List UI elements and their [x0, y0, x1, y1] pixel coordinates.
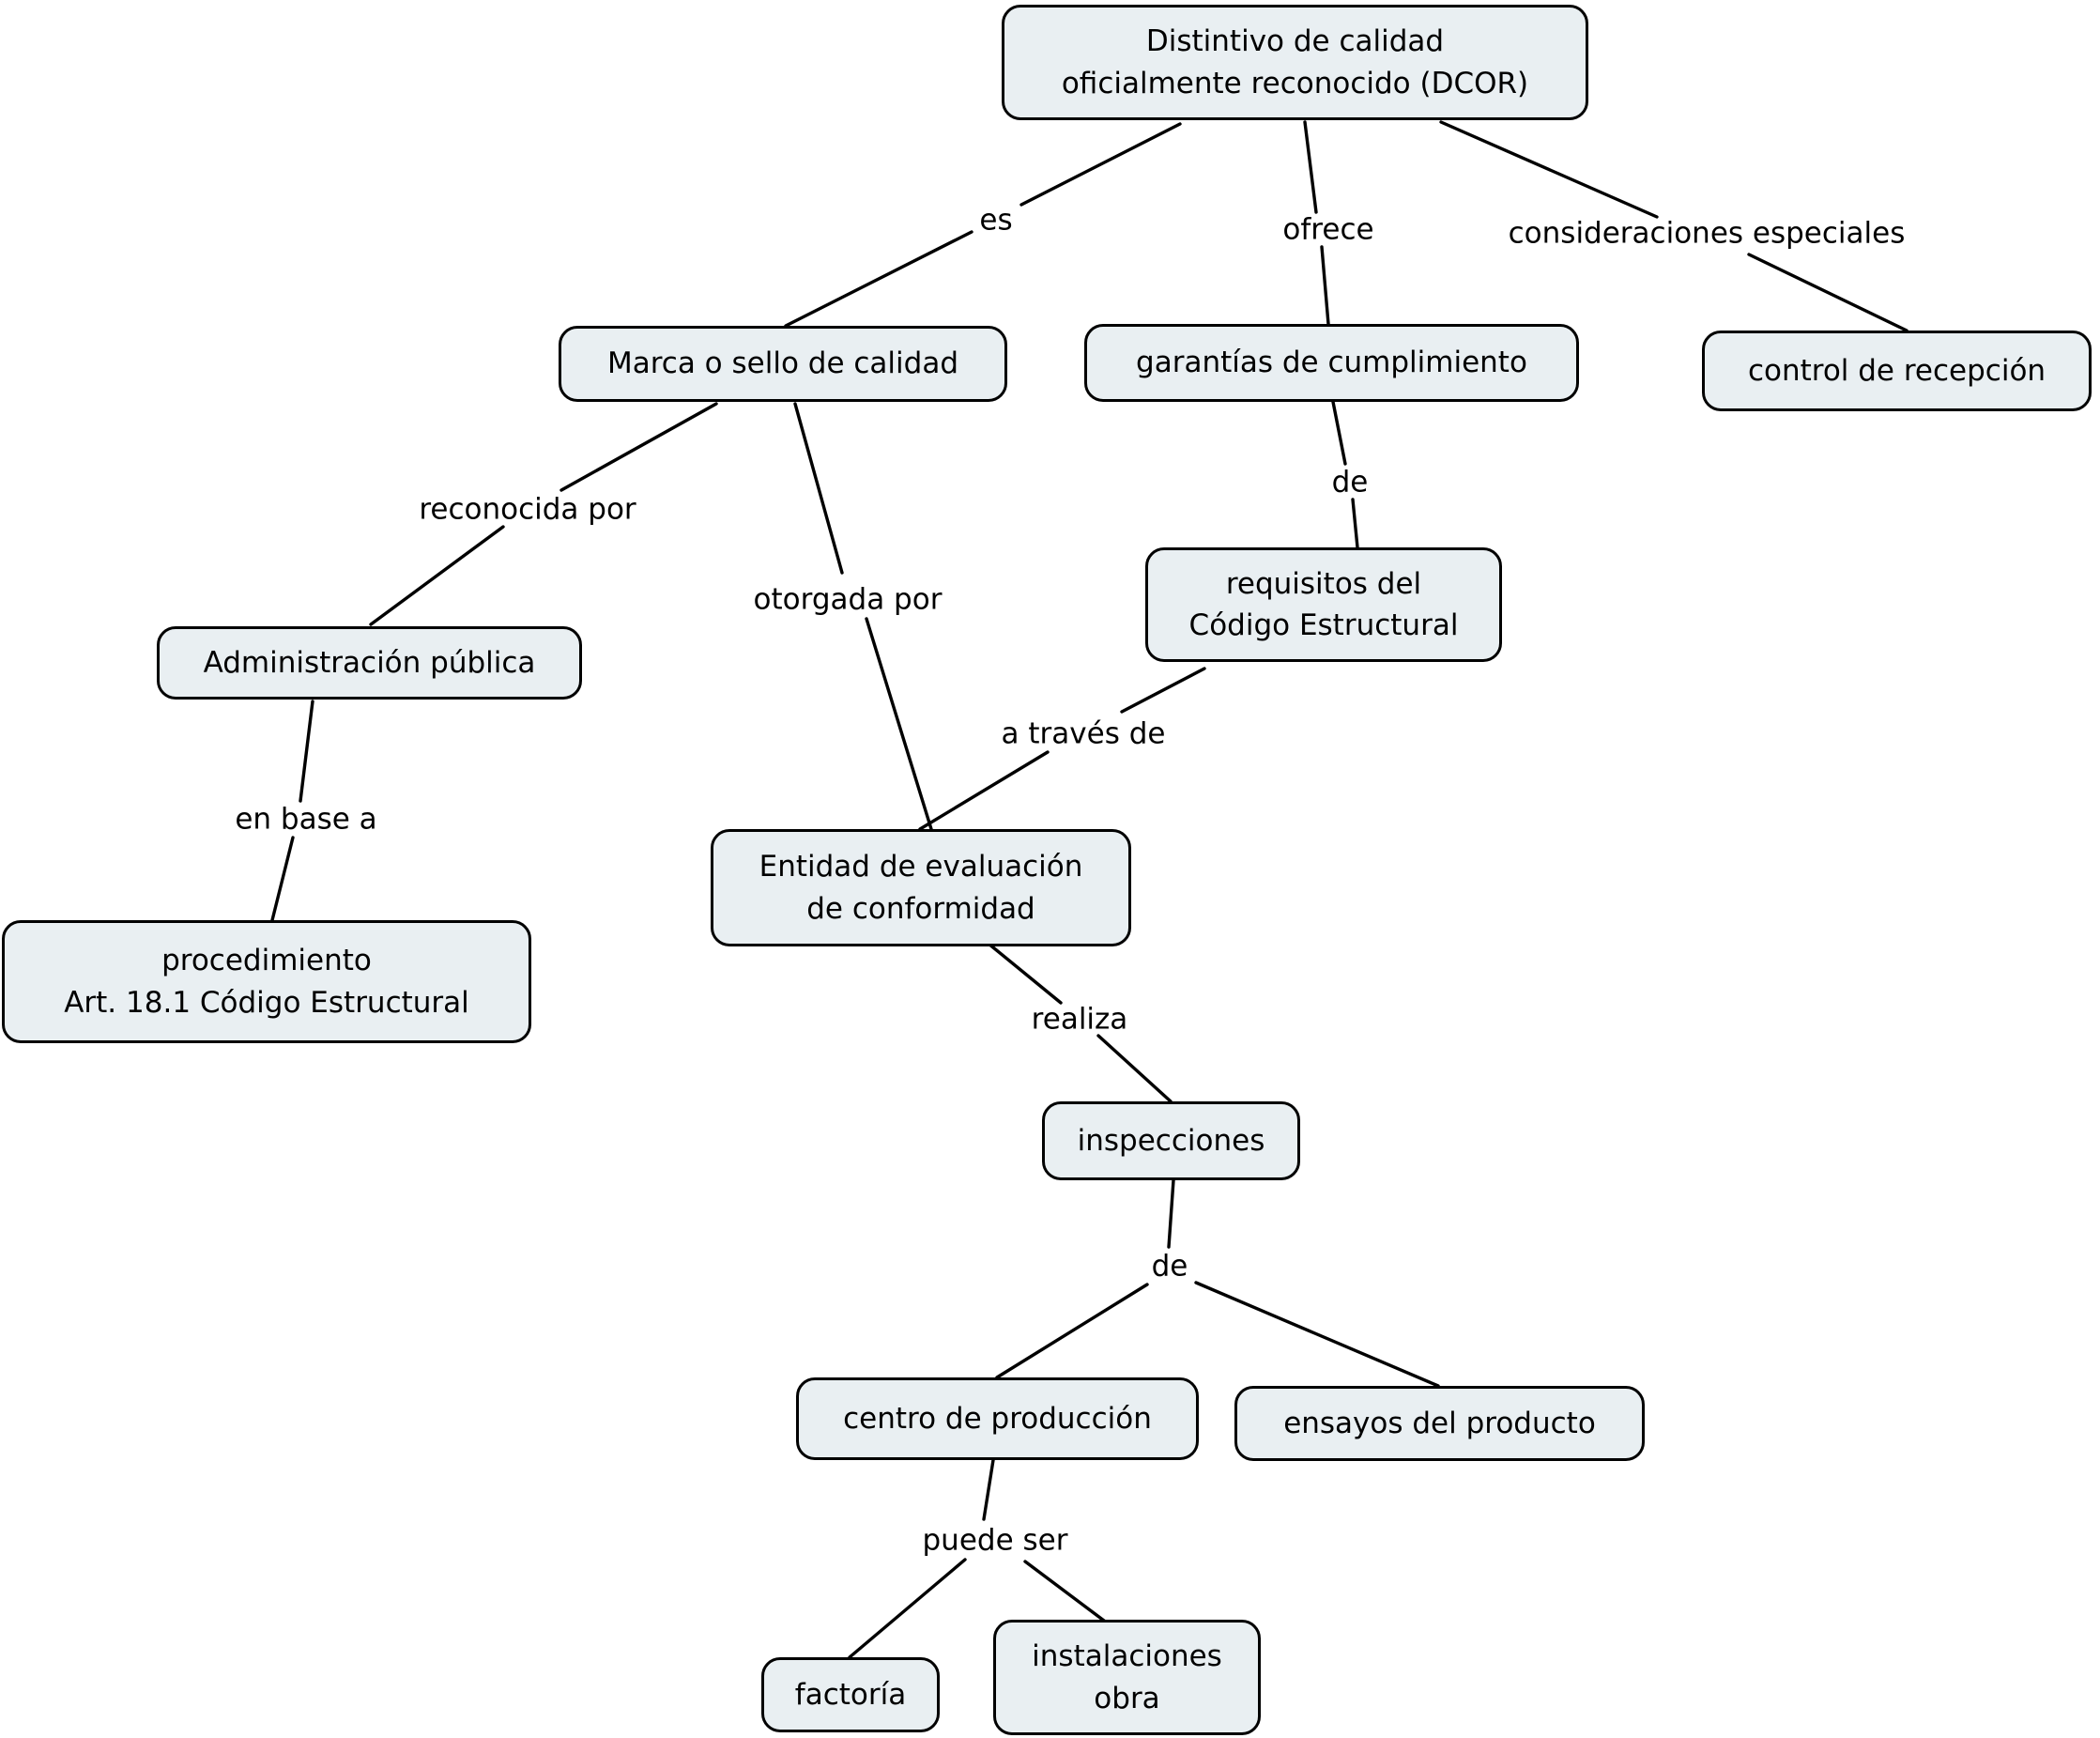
node-garantias[interactable]: garantías de cumplimiento: [1084, 324, 1579, 402]
link-line-dcor-marca: [784, 122, 1182, 328]
link-line-marca-entidad: [793, 402, 933, 831]
node-requisitos[interactable]: requisitos del Código Estructural: [1145, 547, 1502, 662]
link-label-otorgada-por[interactable]: otorgada por: [753, 582, 943, 617]
link-label-a-traves-de[interactable]: a través de: [1001, 716, 1166, 751]
link-line-marca-admin: [369, 402, 718, 626]
node-ensayos-producto[interactable]: ensayos del producto: [1234, 1386, 1645, 1461]
link-line-de-centro: [995, 1283, 1149, 1379]
link-line-centro-puedeser: [982, 1458, 995, 1521]
node-administracion[interactable]: Administración pública: [157, 626, 582, 700]
link-line-entidad-inspecciones: [987, 942, 1173, 1103]
node-centro-produccion[interactable]: centro de producción: [796, 1377, 1199, 1460]
node-marca-sello[interactable]: Marca o sello de calidad: [559, 326, 1007, 402]
node-dcor[interactable]: Distintivo de calidad oficialmente recon…: [1002, 5, 1588, 120]
link-label-puede-ser[interactable]: puede ser: [922, 1523, 1068, 1558]
node-instalaciones-obra[interactable]: instalaciones obra: [993, 1620, 1261, 1735]
link-line-dcor-control: [1439, 120, 1908, 332]
link-line-inspecciones-de: [1167, 1178, 1175, 1249]
node-inspecciones[interactable]: inspecciones: [1042, 1101, 1300, 1180]
link-label-es[interactable]: es: [979, 203, 1013, 238]
link-line-puedeser-factoria: [848, 1558, 967, 1659]
link-label-de-inspecciones[interactable]: de: [1151, 1249, 1188, 1284]
node-factoria[interactable]: factoría: [761, 1657, 940, 1732]
node-procedimiento[interactable]: procedimiento Art. 18.1 Código Estructur…: [2, 920, 531, 1043]
link-label-en-base-a[interactable]: en base a: [235, 802, 377, 837]
link-line-de-ensayos: [1194, 1281, 1440, 1388]
link-label-realiza[interactable]: realiza: [1031, 1002, 1128, 1037]
link-line-requisitos-entidad: [918, 667, 1206, 831]
link-line-dcor-garantias: [1303, 120, 1330, 326]
link-label-reconocida-por[interactable]: reconocida por: [419, 492, 636, 527]
link-line-admin-procedimiento: [270, 700, 314, 922]
link-label-consideraciones[interactable]: consideraciones especiales: [1508, 216, 1906, 251]
link-line-garantias-requisitos: [1331, 400, 1359, 549]
node-control-recepcion[interactable]: control de recepción: [1702, 331, 2092, 411]
link-label-de-requisitos[interactable]: de: [1331, 465, 1369, 500]
node-entidad-evaluacion[interactable]: Entidad de evaluación de conformidad: [711, 829, 1131, 946]
link-label-ofrece[interactable]: ofrece: [1282, 212, 1374, 247]
